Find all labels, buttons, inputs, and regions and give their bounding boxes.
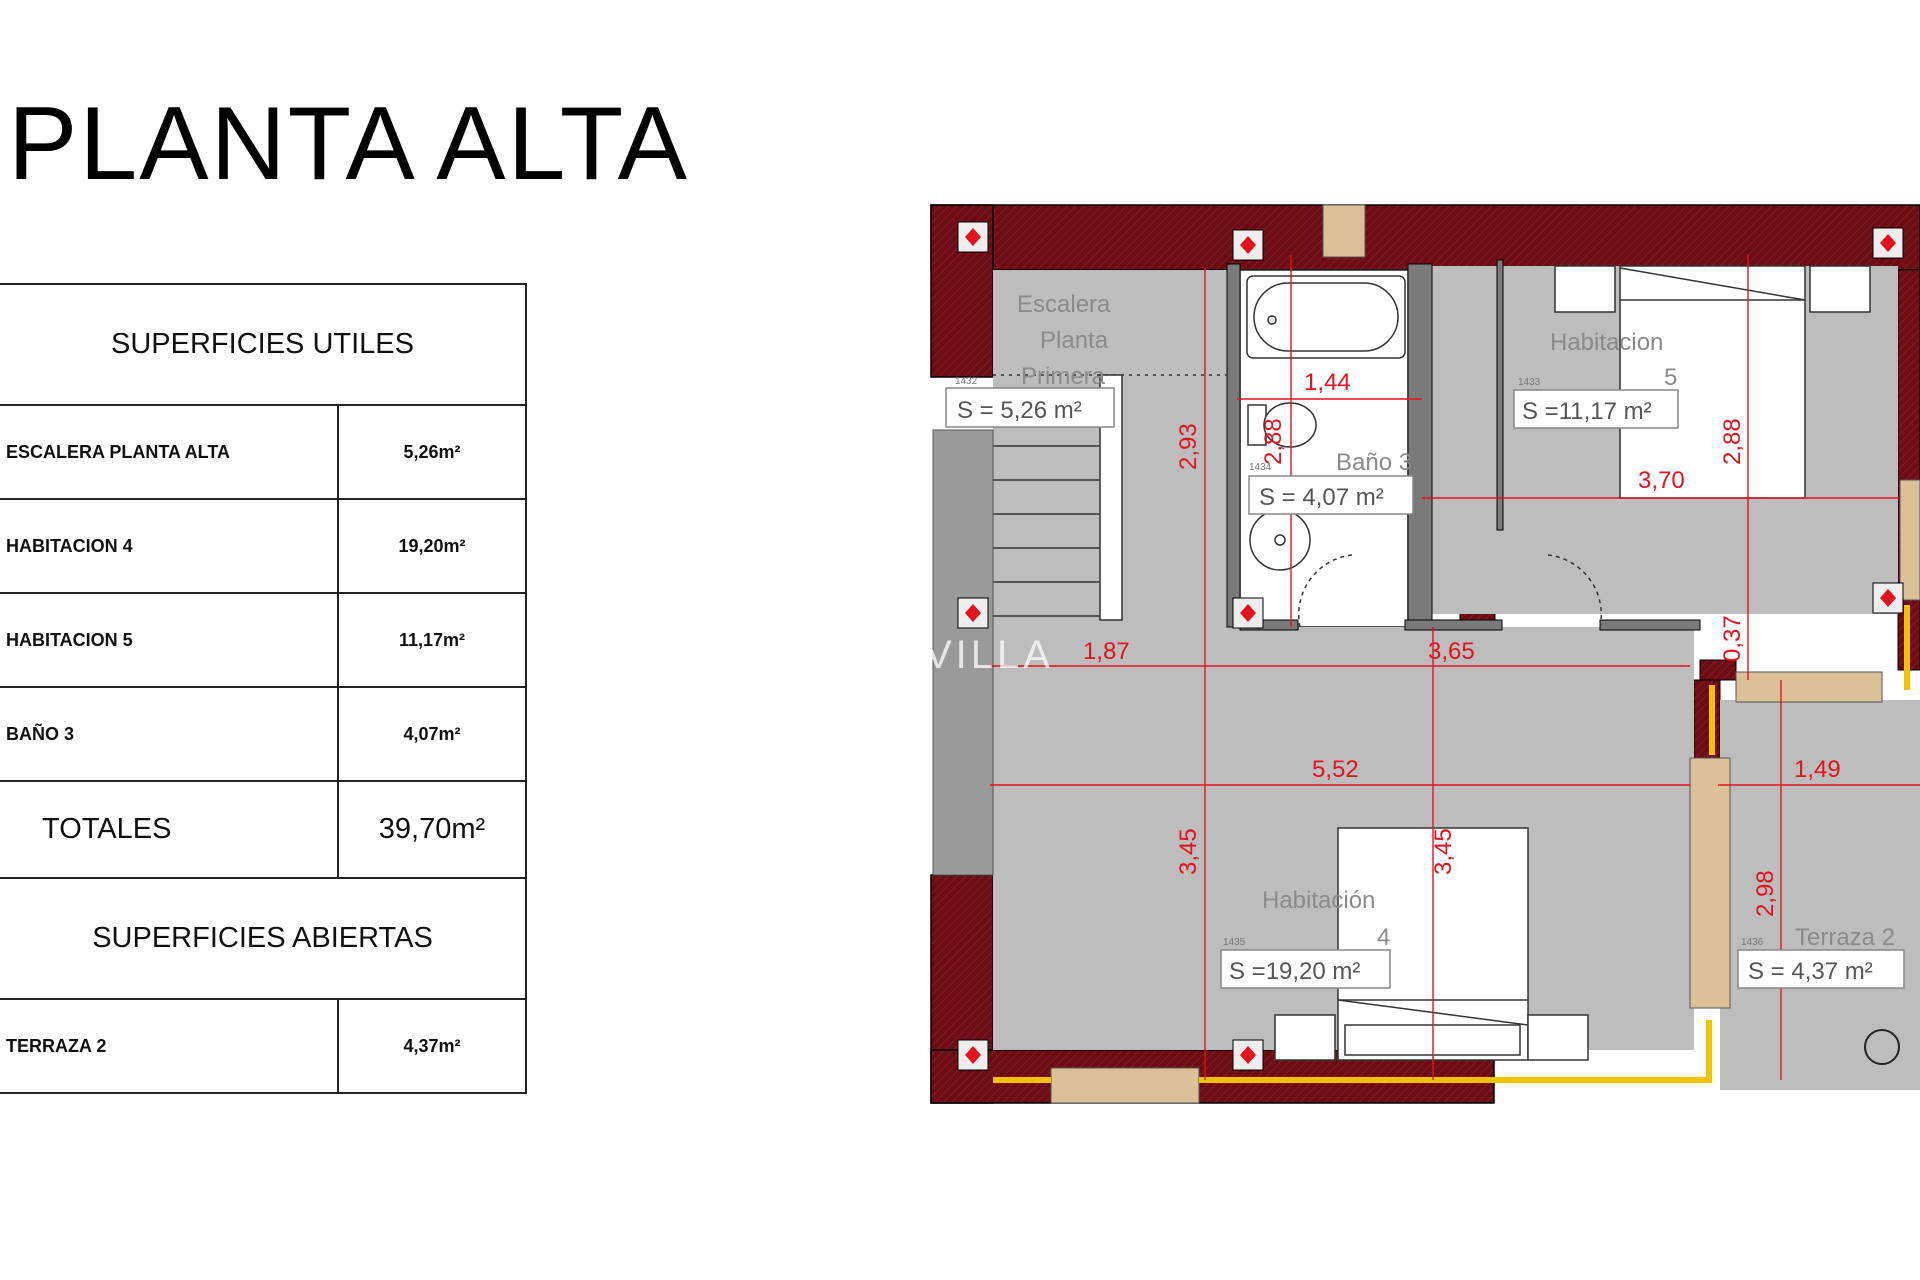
bathroom-fixtures <box>1246 275 1406 571</box>
drain-icon <box>1864 1029 1900 1065</box>
row-label: HABITACION 4 <box>0 498 339 594</box>
row-label: ESCALERA PLANTA ALTA <box>0 404 339 500</box>
hab5-name: Habitacion <box>1550 329 1663 356</box>
page-title: PLANTA ALTA <box>8 86 689 202</box>
dimension-lines <box>990 255 1920 1080</box>
doors-windows <box>1050 204 1920 1104</box>
bedroom-5-furniture <box>1554 265 1871 499</box>
hab5-number: 5 <box>1664 364 1677 391</box>
code-bano: 1434 <box>1249 462 1272 473</box>
table-row: TERRAZA 2 4,37m² <box>0 998 527 1094</box>
floor-plan: Escalera Planta Primera Baño 3 Habitacio… <box>929 204 1920 1104</box>
area-boxes: S = 5,26 m² S = 4,07 m² S =11,17 m² S =1… <box>945 387 1905 989</box>
stairs <box>993 374 1227 621</box>
escalera-area: S = 5,26 m² <box>957 397 1082 424</box>
terraza-area: S = 4,37 m² <box>1748 958 1873 985</box>
row-label: HABITACION 5 <box>0 592 339 688</box>
header-superficies-abiertas: SUPERFICIES ABIERTAS <box>0 877 527 1000</box>
terraza-name: Terraza 2 <box>1795 924 1895 951</box>
left-window-strip <box>932 429 994 876</box>
dim-144: 1,44 <box>1304 369 1351 396</box>
dim-149: 1,49 <box>1794 756 1841 783</box>
dim-345-a: 3,45 <box>1175 828 1202 875</box>
row-value: 5,26m² <box>337 404 527 500</box>
bano-area: S = 4,07 m² <box>1259 484 1384 511</box>
floor-areas <box>993 266 1920 1090</box>
row-value: 11,17m² <box>337 592 527 688</box>
code-hab5: 1433 <box>1518 377 1541 388</box>
row-label: BAÑO 3 <box>0 686 339 782</box>
table-header-row: SUPERFICIES ABIERTAS <box>0 877 527 1000</box>
escalera-name: Escalera <box>1017 291 1111 318</box>
watermark: VILLA <box>929 633 1054 677</box>
hab5-area: S =11,17 m² <box>1522 398 1652 425</box>
code-terraza: 1436 <box>1741 937 1764 948</box>
dim-298: 2,98 <box>1752 870 1779 917</box>
structural-columns <box>957 221 1904 1071</box>
hab4-area: S =19,20 m² <box>1229 958 1360 985</box>
bano-name: Baño 3 <box>1336 449 1412 476</box>
row-value: 4,37m² <box>337 998 527 1094</box>
room-codes: 1432 1434 1433 1435 1436 <box>955 376 1764 948</box>
row-label: TERRAZA 2 <box>0 998 339 1094</box>
dim-187: 1,87 <box>1083 638 1130 665</box>
totals-row: TOTALES 39,70m² <box>0 780 527 879</box>
header-superficies-utiles: SUPERFICIES UTILES <box>0 283 527 406</box>
escalera-name-2: Planta <box>1040 327 1109 354</box>
table-header-row: SUPERFICIES UTILES <box>0 283 527 406</box>
dim-288: 2,88 <box>1719 418 1746 465</box>
table-row: HABITACION 4 19,20m² <box>0 498 527 594</box>
dim-293: 2,93 <box>1175 423 1202 470</box>
dim-037: 0,37 <box>1719 615 1746 662</box>
balcony-edges <box>993 605 1910 1083</box>
dim-365: 3,65 <box>1428 638 1475 665</box>
totals-value: 39,70m² <box>337 780 527 879</box>
row-value: 19,20m² <box>337 498 527 594</box>
code-hab4: 1435 <box>1223 937 1246 948</box>
dimension-labels: 1,44 3,70 1,87 3,65 5,52 1,49 2,93 2,88 … <box>1083 369 1841 917</box>
door-swings <box>1297 554 1603 628</box>
totals-label: TOTALES <box>0 780 339 879</box>
dim-370: 3,70 <box>1638 467 1685 494</box>
dim-552: 5,52 <box>1312 756 1359 783</box>
table-row: BAÑO 3 4,07m² <box>0 686 527 782</box>
hab4-name: Habitación <box>1262 887 1375 914</box>
table-row: HABITACION 5 11,17m² <box>0 592 527 688</box>
dim-288-bath: 2,88 <box>1260 418 1287 465</box>
room-labels: Escalera Planta Primera Baño 3 Habitacio… <box>1017 291 1895 951</box>
areas-table: SUPERFICIES UTILES ESCALERA PLANTA ALTA … <box>0 283 527 1094</box>
row-value: 4,07m² <box>337 686 527 782</box>
table-row: ESCALERA PLANTA ALTA 5,26m² <box>0 404 527 500</box>
hab4-number: 4 <box>1377 924 1390 951</box>
code-escalera: 1432 <box>955 376 978 387</box>
interior-walls <box>1226 259 1701 631</box>
escalera-name-3: Primera <box>1021 363 1106 390</box>
dim-345-b: 3,45 <box>1430 828 1457 875</box>
